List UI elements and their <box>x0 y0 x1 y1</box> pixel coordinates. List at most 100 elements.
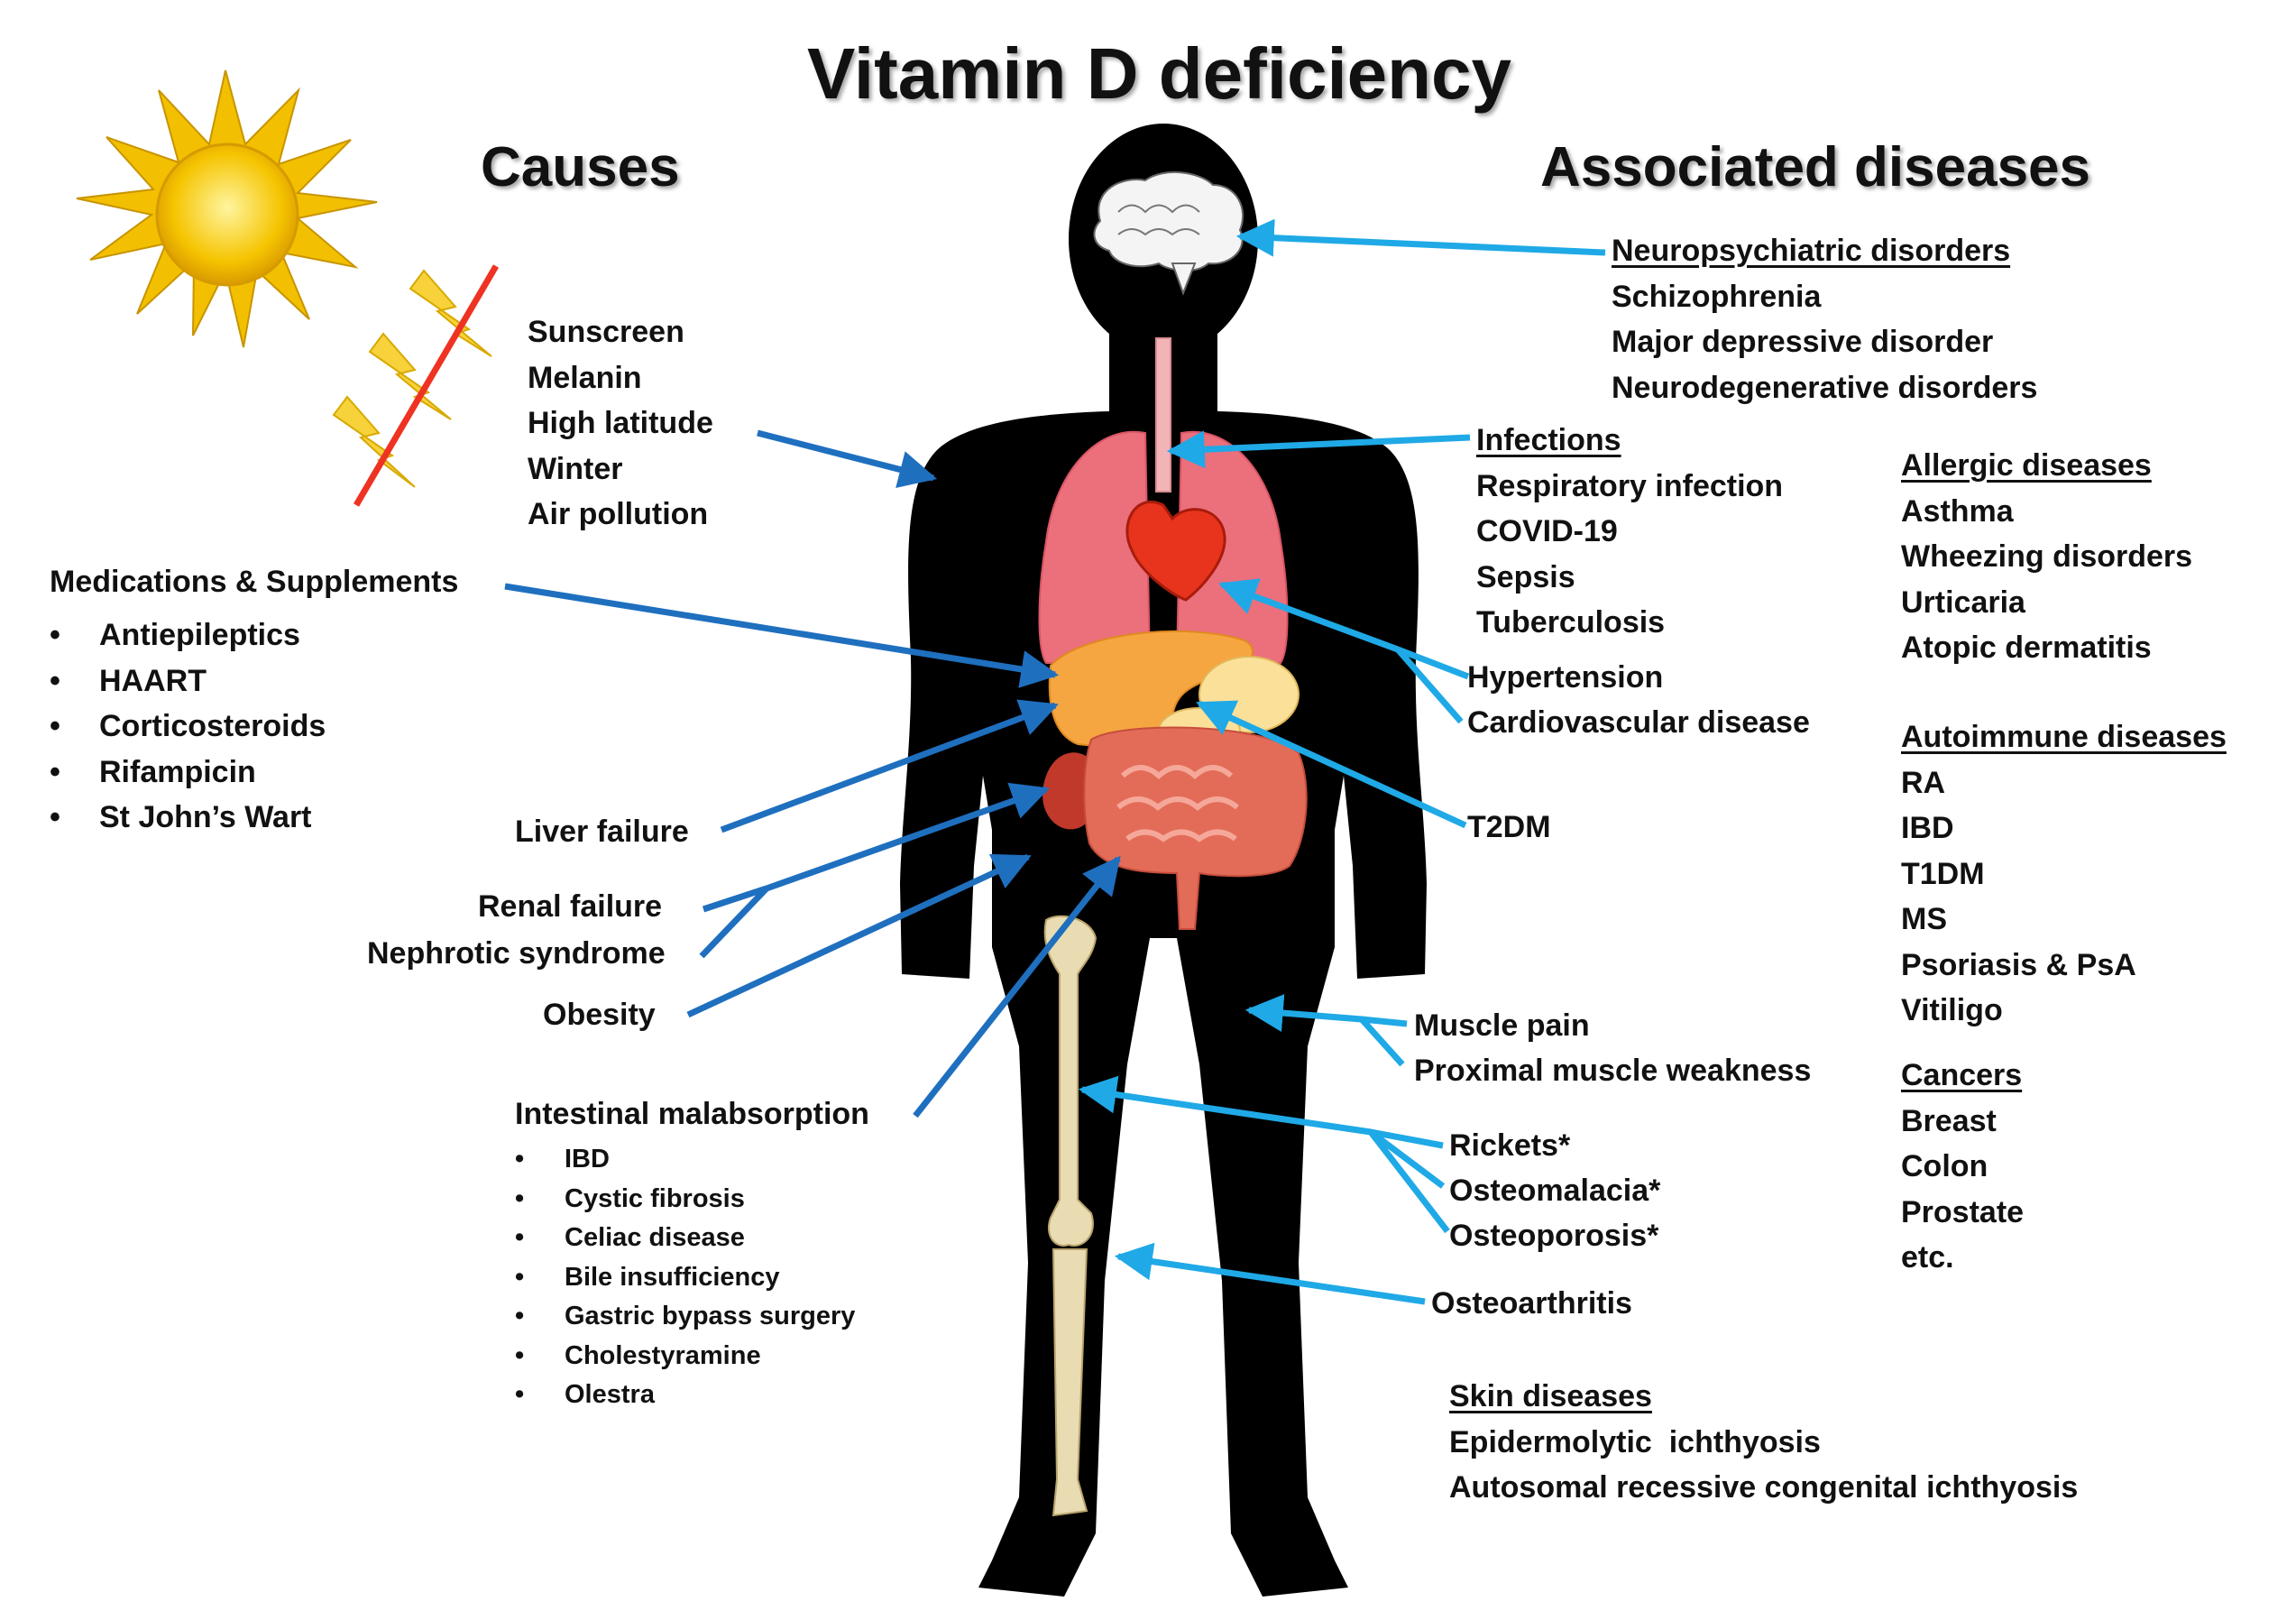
arrow-neuro <box>1235 218 1606 257</box>
malabsorption-title: Intestinal malabsorption <box>515 1097 869 1131</box>
list-item: •St John’s Wart <box>50 800 312 834</box>
arrow-osteoporosis <box>1368 1129 1450 1234</box>
infections-title: Infections <box>1476 423 1621 457</box>
arrow-osteomalacia <box>1368 1129 1446 1189</box>
associated-diseases-heading: Associated diseases <box>1540 136 2091 198</box>
list-item: •Bile insufficiency <box>515 1262 780 1292</box>
arrow-osteoarthritis <box>1114 1242 1426 1305</box>
disease-item: Urticaria <box>1901 584 2025 620</box>
arrow-muscle-weakness <box>1359 1017 1405 1067</box>
cause-high-latitude: High latitude <box>528 406 713 440</box>
list-item: •Cystic fibrosis <box>515 1183 745 1213</box>
cause-arrows <box>504 429 1121 1118</box>
disease-item: Schizophrenia <box>1612 279 1822 314</box>
cause-renal-failure: Renal failure <box>478 889 663 924</box>
disease-muscle-weakness: Proximal muscle weakness <box>1414 1054 1812 1088</box>
cancers-title: Cancers <box>1901 1058 2023 1092</box>
disease-cardiovascular: Cardiovascular disease <box>1467 705 1810 740</box>
disease-item: Atopic dermatitis <box>1901 631 2152 665</box>
disease-item: Major depressive disorder <box>1612 325 1994 359</box>
disease-item: Sepsis <box>1476 559 1575 594</box>
skin-title: Skin diseases <box>1449 1379 1652 1413</box>
disease-item: Epidermolytic ichthyosis <box>1449 1424 1821 1459</box>
disease-item: Autosomal recessive congenital ichthyosi… <box>1449 1470 2079 1505</box>
disease-item: RA <box>1901 765 1946 800</box>
disease-osteoarthritis: Osteoarthritis <box>1431 1286 1632 1321</box>
leg-bone-icon <box>1043 915 1097 1517</box>
disease-item: Breast <box>1901 1103 1997 1138</box>
cause-obesity: Obesity <box>543 998 656 1032</box>
disease-item: Neurodegenerative disorders <box>1612 370 2038 405</box>
medications-title: Medications & Supplements <box>50 565 459 599</box>
disease-item: T1DM <box>1901 856 1985 891</box>
disease-item: etc. <box>1901 1240 1954 1275</box>
arrow-cardiovascular <box>1395 647 1464 724</box>
causes-heading: Causes <box>481 136 680 198</box>
list-item: •Antiepileptics <box>50 618 300 652</box>
disease-osteomalacia: Osteomalacia* <box>1449 1174 1661 1208</box>
medications-list: •Antiepileptics •HAART •Corticosteroids … <box>50 612 326 841</box>
disease-arrows <box>1078 218 1606 1305</box>
kidney-icon <box>1042 752 1096 830</box>
allergic-title: Allergic diseases <box>1901 448 2152 483</box>
disease-item: Psoriasis & PsA <box>1901 947 2136 982</box>
sun-block-causes: Sunscreen Melanin High latitude Winter A… <box>528 309 713 538</box>
disease-t2dm: T2DM <box>1467 810 1551 844</box>
list-item: •Cholestyramine <box>515 1340 761 1370</box>
list-item: •HAART <box>50 663 207 698</box>
list-item: •IBD <box>515 1145 610 1174</box>
disease-item: Colon <box>1901 1149 1988 1183</box>
intestine-icon <box>1083 726 1308 930</box>
disease-item: Vitiligo <box>1901 993 2003 1027</box>
skin-group: Skin diseases Epidermolytic ichthyosis A… <box>1449 1374 2078 1511</box>
disease-rickets: Rickets* <box>1449 1128 1571 1163</box>
malabsorption-list: •IBD •Cystic fibrosis •Celiac disease •B… <box>515 1140 855 1415</box>
arrow-sun-block <box>757 429 938 488</box>
cancers-group: Cancers Breast Colon Prostate etc. <box>1901 1053 2024 1281</box>
infections-group: Infections Respiratory infection COVID-1… <box>1476 418 1783 646</box>
disease-item: Asthma <box>1901 493 2014 529</box>
disease-item: Tuberculosis <box>1476 605 1666 640</box>
list-item: •Celiac disease <box>515 1223 745 1252</box>
disease-muscle-pain: Muscle pain <box>1414 1008 1590 1043</box>
allergic-group: Allergic diseases Asthma Wheezing disord… <box>1901 443 2192 671</box>
arrow-obesity <box>686 853 1032 1018</box>
cause-liver-failure: Liver failure <box>515 815 689 849</box>
disease-hypertension: Hypertension <box>1467 660 1664 695</box>
disease-item: MS <box>1901 902 1947 936</box>
arrow-medications <box>504 583 1060 688</box>
cause-sunscreen: Sunscreen <box>528 315 684 349</box>
disease-item: Prostate <box>1901 1194 2025 1229</box>
list-item: •Corticosteroids <box>50 709 326 743</box>
cause-winter: Winter <box>528 451 623 486</box>
arrow-infections <box>1166 430 1471 469</box>
disease-item: Respiratory infection <box>1476 468 1784 503</box>
sun-icon <box>76 69 378 348</box>
list-item: •Olestra <box>515 1380 655 1409</box>
neuropsychiatric-group: Neuropsychiatric disorders Schizophrenia… <box>1612 228 2037 410</box>
cause-melanin: Melanin <box>528 360 642 395</box>
arrow-malabsorption <box>913 855 1121 1118</box>
arrow-liver-failure <box>720 699 1059 833</box>
list-item: •Gastric bypass surgery <box>515 1302 856 1330</box>
disease-item: IBD <box>1901 811 1954 845</box>
arrow-nephrotic <box>699 886 769 959</box>
cause-nephrotic-syndrome: Nephrotic syndrome <box>367 936 666 971</box>
arrow-t2dm <box>1196 700 1467 829</box>
neuropsychiatric-title: Neuropsychiatric disorders <box>1612 234 2011 268</box>
prohibition-slash <box>353 264 500 507</box>
heart-icon <box>1125 500 1226 602</box>
disease-item: COVID-19 <box>1476 514 1618 548</box>
autoimmune-title: Autoimmune diseases <box>1901 720 2227 754</box>
trachea-icon <box>1155 337 1171 492</box>
cause-air-pollution: Air pollution <box>528 497 709 531</box>
list-item: •Rifampicin <box>50 754 256 789</box>
disease-osteoporosis: Osteoporosis* <box>1449 1219 1659 1253</box>
liver-icon <box>1048 630 1254 747</box>
page-title: Vitamin D deficiency <box>807 33 1512 114</box>
autoimmune-group: Autoimmune diseases RA IBD T1DM MS Psori… <box>1901 714 2227 1034</box>
disease-item: Wheezing disorders <box>1901 539 2193 574</box>
lightning-icon <box>332 269 492 488</box>
